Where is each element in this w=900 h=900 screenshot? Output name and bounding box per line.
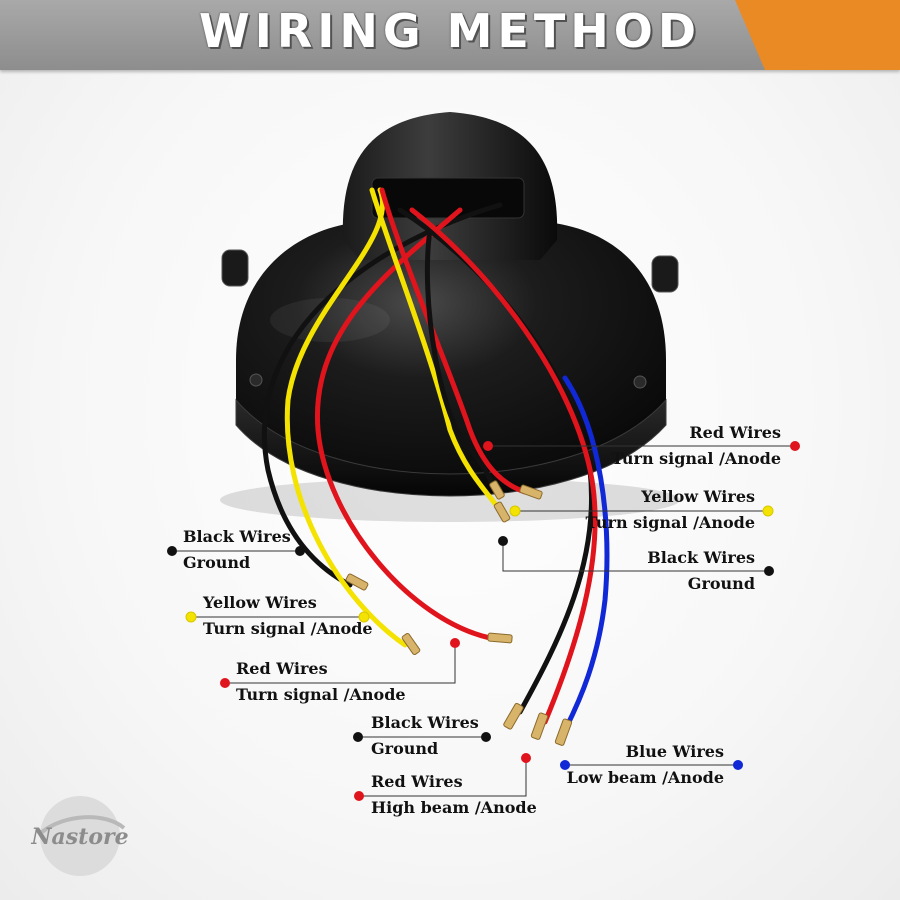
label-function: Ground — [371, 739, 439, 758]
dot-red-top-end — [790, 441, 800, 451]
screw-right — [633, 375, 647, 389]
label-function: Turn signal /Anode — [203, 619, 373, 638]
label-function: Turn signal /Anode — [236, 685, 406, 704]
dot-red-left-end — [450, 638, 460, 648]
nastore-logo-icon: Nastore — [30, 796, 129, 876]
label-name: Black Wires — [647, 548, 755, 567]
screw-left — [249, 373, 263, 387]
terminal-black-bottom — [503, 702, 524, 730]
page-title: WIRING METHOD — [198, 4, 702, 58]
housing-rim — [235, 398, 667, 497]
label-blue-bottom: Blue Wires Low beam /Anode — [567, 739, 724, 791]
terminal-red-bottom — [530, 712, 549, 740]
wire-yellow-top — [369, 187, 503, 513]
dot-yellow-top-start — [509, 505, 521, 517]
headlight-housing-icon — [220, 112, 680, 522]
dot-yellow-left-start — [185, 611, 197, 623]
dot-black-bottom-start — [353, 732, 363, 742]
label-red-top: Red Wires Turn signal /Anode — [611, 420, 781, 472]
label-name: Red Wires — [689, 423, 781, 442]
terminal-yellow-top — [493, 501, 511, 523]
label-function: Turn signal /Anode — [611, 449, 781, 468]
housing-shell — [236, 222, 666, 492]
dot-black-bottom-end — [481, 732, 491, 742]
dot-blue-bottom-end — [733, 760, 743, 770]
label-red-left: Red Wires Turn signal /Anode — [236, 656, 406, 708]
label-function: Ground — [687, 574, 755, 593]
label-name: Red Wires — [236, 659, 328, 678]
dot-red-top-start — [483, 441, 493, 451]
wire-red-left — [314, 207, 493, 641]
label-red-bottom: Red Wires High beam /Anode — [371, 769, 537, 821]
leader-red-left — [225, 643, 456, 684]
wire-red-top — [379, 187, 528, 495]
mount-bolt-right — [651, 255, 679, 293]
header-accent-stripe — [735, 0, 900, 70]
wire-yellow-left — [284, 187, 408, 648]
terminal-blue-bottom — [554, 718, 573, 746]
wire-blue-bottom — [562, 375, 610, 731]
leader-red-bottom — [359, 758, 527, 797]
dot-red-bottom-end — [521, 753, 531, 763]
wire-terminals — [345, 480, 573, 746]
label-function: Low beam /Anode — [566, 768, 724, 787]
label-yellow-left: Yellow Wires Turn signal /Anode — [203, 590, 373, 642]
leader-black-top — [502, 541, 769, 572]
logo-swoosh — [40, 815, 126, 834]
dot-black-left-start — [167, 546, 177, 556]
marker-dots — [167, 441, 800, 801]
wire-red-bottom — [409, 207, 598, 725]
terminal-red-top — [519, 484, 543, 500]
label-black-left: Black Wires Ground — [183, 524, 291, 576]
terminal-black-top — [489, 480, 505, 500]
label-name: Red Wires — [371, 772, 463, 791]
label-black-top: Black Wires Ground — [647, 545, 755, 597]
label-yellow-top: Yellow Wires Turn signal /Anode — [585, 484, 755, 536]
dot-black-top-end — [764, 566, 774, 576]
label-name: Black Wires — [183, 527, 291, 546]
dot-black-left-end — [295, 546, 305, 556]
dot-black-top-start — [498, 536, 508, 546]
dot-red-left-start — [220, 678, 230, 688]
dot-blue-bottom-start — [560, 760, 570, 770]
label-function: Ground — [183, 553, 251, 572]
dot-yellow-left-end — [358, 611, 370, 623]
terminal-black-left — [345, 573, 369, 591]
label-name: Yellow Wires — [641, 487, 755, 506]
label-name: Black Wires — [371, 713, 479, 732]
leader-lines — [172, 445, 795, 797]
terminal-yellow-left — [401, 632, 421, 656]
label-black-bottom: Black Wires Ground — [371, 710, 479, 762]
wire-black-top — [424, 227, 498, 493]
label-name: Yellow Wires — [203, 593, 317, 612]
mount-bolt-left — [221, 249, 249, 287]
logo-text: Nastore — [30, 824, 128, 850]
dot-yellow-top-end — [762, 505, 774, 517]
wire-bundle — [261, 187, 610, 731]
dome-slot — [371, 177, 525, 219]
dot-red-bottom-start — [354, 791, 364, 801]
terminal-red-left — [487, 632, 513, 644]
label-function: Turn signal /Anode — [585, 513, 755, 532]
label-function: High beam /Anode — [371, 798, 537, 817]
wire-black-left — [261, 202, 503, 588]
label-name: Blue Wires — [625, 742, 724, 761]
